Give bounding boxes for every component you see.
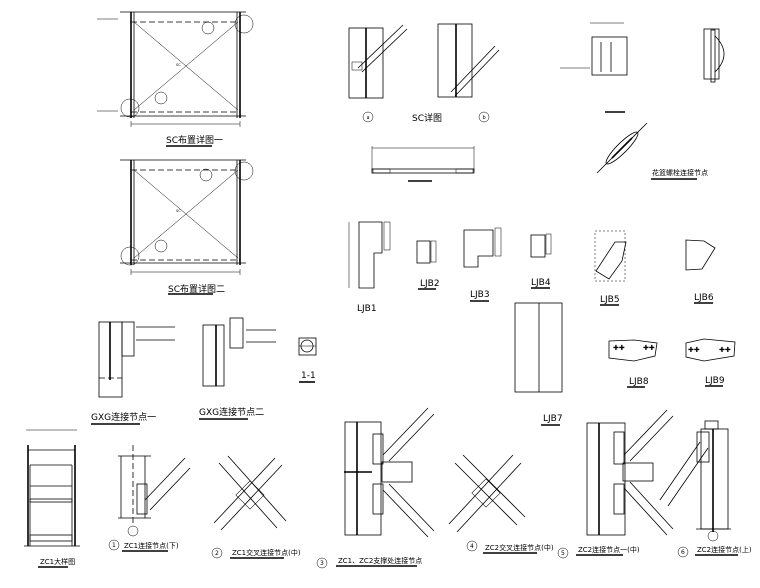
node-5-number-marker [557,547,569,559]
sc-detail-drawing: a b SC详图 [348,23,500,124]
ljb5-title: LJB5 [600,295,620,305]
sc-variant-b-marker [478,111,490,123]
svg-text:5: 5 [561,550,565,557]
node-6-number-marker [677,546,689,558]
ljb4-title: LJB4 [531,278,551,288]
svg-text:✚✚: ✚✚ [719,346,731,354]
turnbuckle-drawing: 花篮螺栓连接节点 [596,122,708,180]
ljb8-title: LJB8 [629,377,649,387]
node-2-number-marker [211,547,223,559]
sc-layout-2-title: SC布置详图二 [168,283,225,295]
ljb2-title: LJB2 [420,279,440,289]
svg-text:2: 2 [215,550,219,557]
sc-layout-1-title: SC布置详图一 [166,134,223,146]
node-1-drawing: 1 ZC1连接节点(下) [108,445,191,552]
zc1-layout-drawing: ZC1大样图 [24,429,80,568]
sc-detail-title: SC详图 [412,112,442,124]
sc-variant-a-marker [362,111,374,123]
gxg-1-drawing: GXG连接节点一 [91,321,175,425]
node-5-drawing: 5 ZC2连接节点一(中) [557,409,674,559]
svg-text:3: 3 [320,560,324,567]
section-1-1-drawing: 1-1 [298,337,317,383]
section-1-1-title: 1-1 [301,371,316,381]
sc-variant-a: a [367,115,370,121]
svg-text:4: 4 [470,543,474,550]
ljb6-title: LJB6 [694,293,714,303]
node-3-drawing: 3 ZC1、ZC2支撑处连接节点 [316,407,435,569]
svg-text:✚✚: ✚✚ [613,344,625,352]
sc-layout-1-drawing: SC SC布置详图一 [97,11,254,147]
node-1-title: ZC1连接节点(下) [124,541,179,550]
node-6-drawing: 6 ZC2连接节点(上) [659,420,752,558]
node-5-title: ZC2连接节点一(中) [578,545,640,554]
node-2-drawing: 2 ZC1交叉连接节点(中) [211,455,301,559]
node-3-title: ZC1、ZC2支撑处连接节点 [338,556,422,565]
ljb1-title: LJB1 [357,304,377,314]
node-4-title: ZC2交叉连接节点(中) [485,543,554,552]
sc-layout-2-drawing: SC SC布置详图二 [120,159,254,295]
node-4-drawing: 4 ZC2交叉连接节点(中) [448,454,554,554]
gxg-2-title: GXG连接节点二 [199,406,264,418]
node-4-number-marker [466,540,478,552]
svg-text:✚✚: ✚✚ [688,346,700,354]
plate-detail-drawing [560,22,725,113]
node-6-title: ZC2连接节点(上) [697,545,752,554]
gxg-1-title: GXG连接节点一 [91,411,156,423]
sc-variant-b: b [483,115,486,121]
node-2-title: ZC1交叉连接节点(中) [232,548,301,557]
ljb4-drawing: LJB4 [530,233,552,289]
ljb9-title: LJB9 [705,376,725,386]
ljb7-drawing: LJB7 [514,302,563,426]
ljb6-drawing: LJB6 [685,239,716,304]
zc1-layout-title: ZC1大样图 [40,557,75,566]
ljb9-drawing: ✚✚ ✚✚ LJB9 [685,338,736,387]
turnbuckle-title: 花篮螺栓连接节点 [652,168,708,177]
sc-1-member-label: SC [176,63,181,67]
ljb2-drawing: LJB2 [416,240,440,290]
ljb5-drawing: LJB5 [594,230,627,306]
ljb7-title: LJB7 [543,414,563,424]
svg-text:1: 1 [112,542,116,549]
ljb1-drawing: LJB1 [348,221,391,314]
svg-text:✚✚: ✚✚ [643,344,655,352]
gxg-2-drawing: GXG连接节点二 [199,317,276,420]
ljb8-drawing: ✚✚ ✚✚ LJB8 [608,339,658,388]
rod-elevation-drawing [371,146,475,182]
node-3-number-marker [316,557,328,569]
svg-text:6: 6 [681,549,685,556]
sc-2-member-label: SC [176,209,181,213]
ljb3-drawing: LJB3 [463,227,502,302]
ljb3-title: LJB3 [470,290,490,300]
node-1-number-marker [108,539,120,551]
